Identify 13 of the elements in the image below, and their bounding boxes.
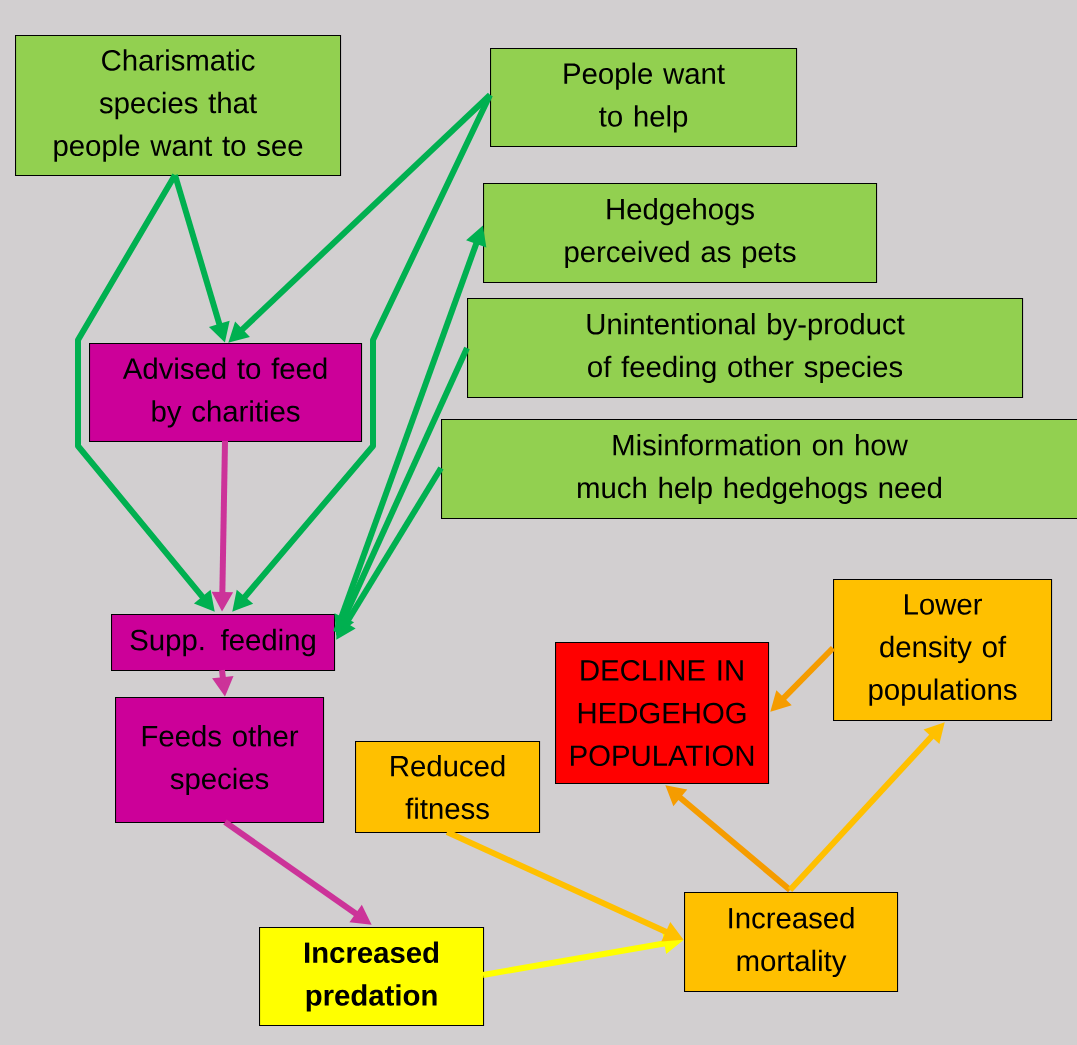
effect-box: Increased predation	[259, 927, 485, 1027]
process-box: Supp. feeding	[111, 614, 336, 672]
process-box: Feeds other species	[115, 697, 325, 824]
effect-box: Reduced fitness	[355, 741, 541, 834]
effect-box: Increased mortality	[684, 892, 899, 993]
cause-box: People want to help	[490, 48, 798, 148]
cause-box: Charismatic species that people want to see	[15, 35, 342, 177]
outcome-box: DECLINE IN HEDGEHOG POPULATION	[555, 642, 770, 785]
effect-box: Lower density of populations	[833, 579, 1053, 722]
cause-box: Misinformation on how much help hedgehogs need	[441, 419, 1077, 520]
process-box: Advised to feed by charities	[89, 343, 363, 443]
cause-box: Hedgehogs perceived as pets	[483, 183, 878, 284]
cause-box: Unintentional by-product of feeding other species	[467, 298, 1024, 399]
